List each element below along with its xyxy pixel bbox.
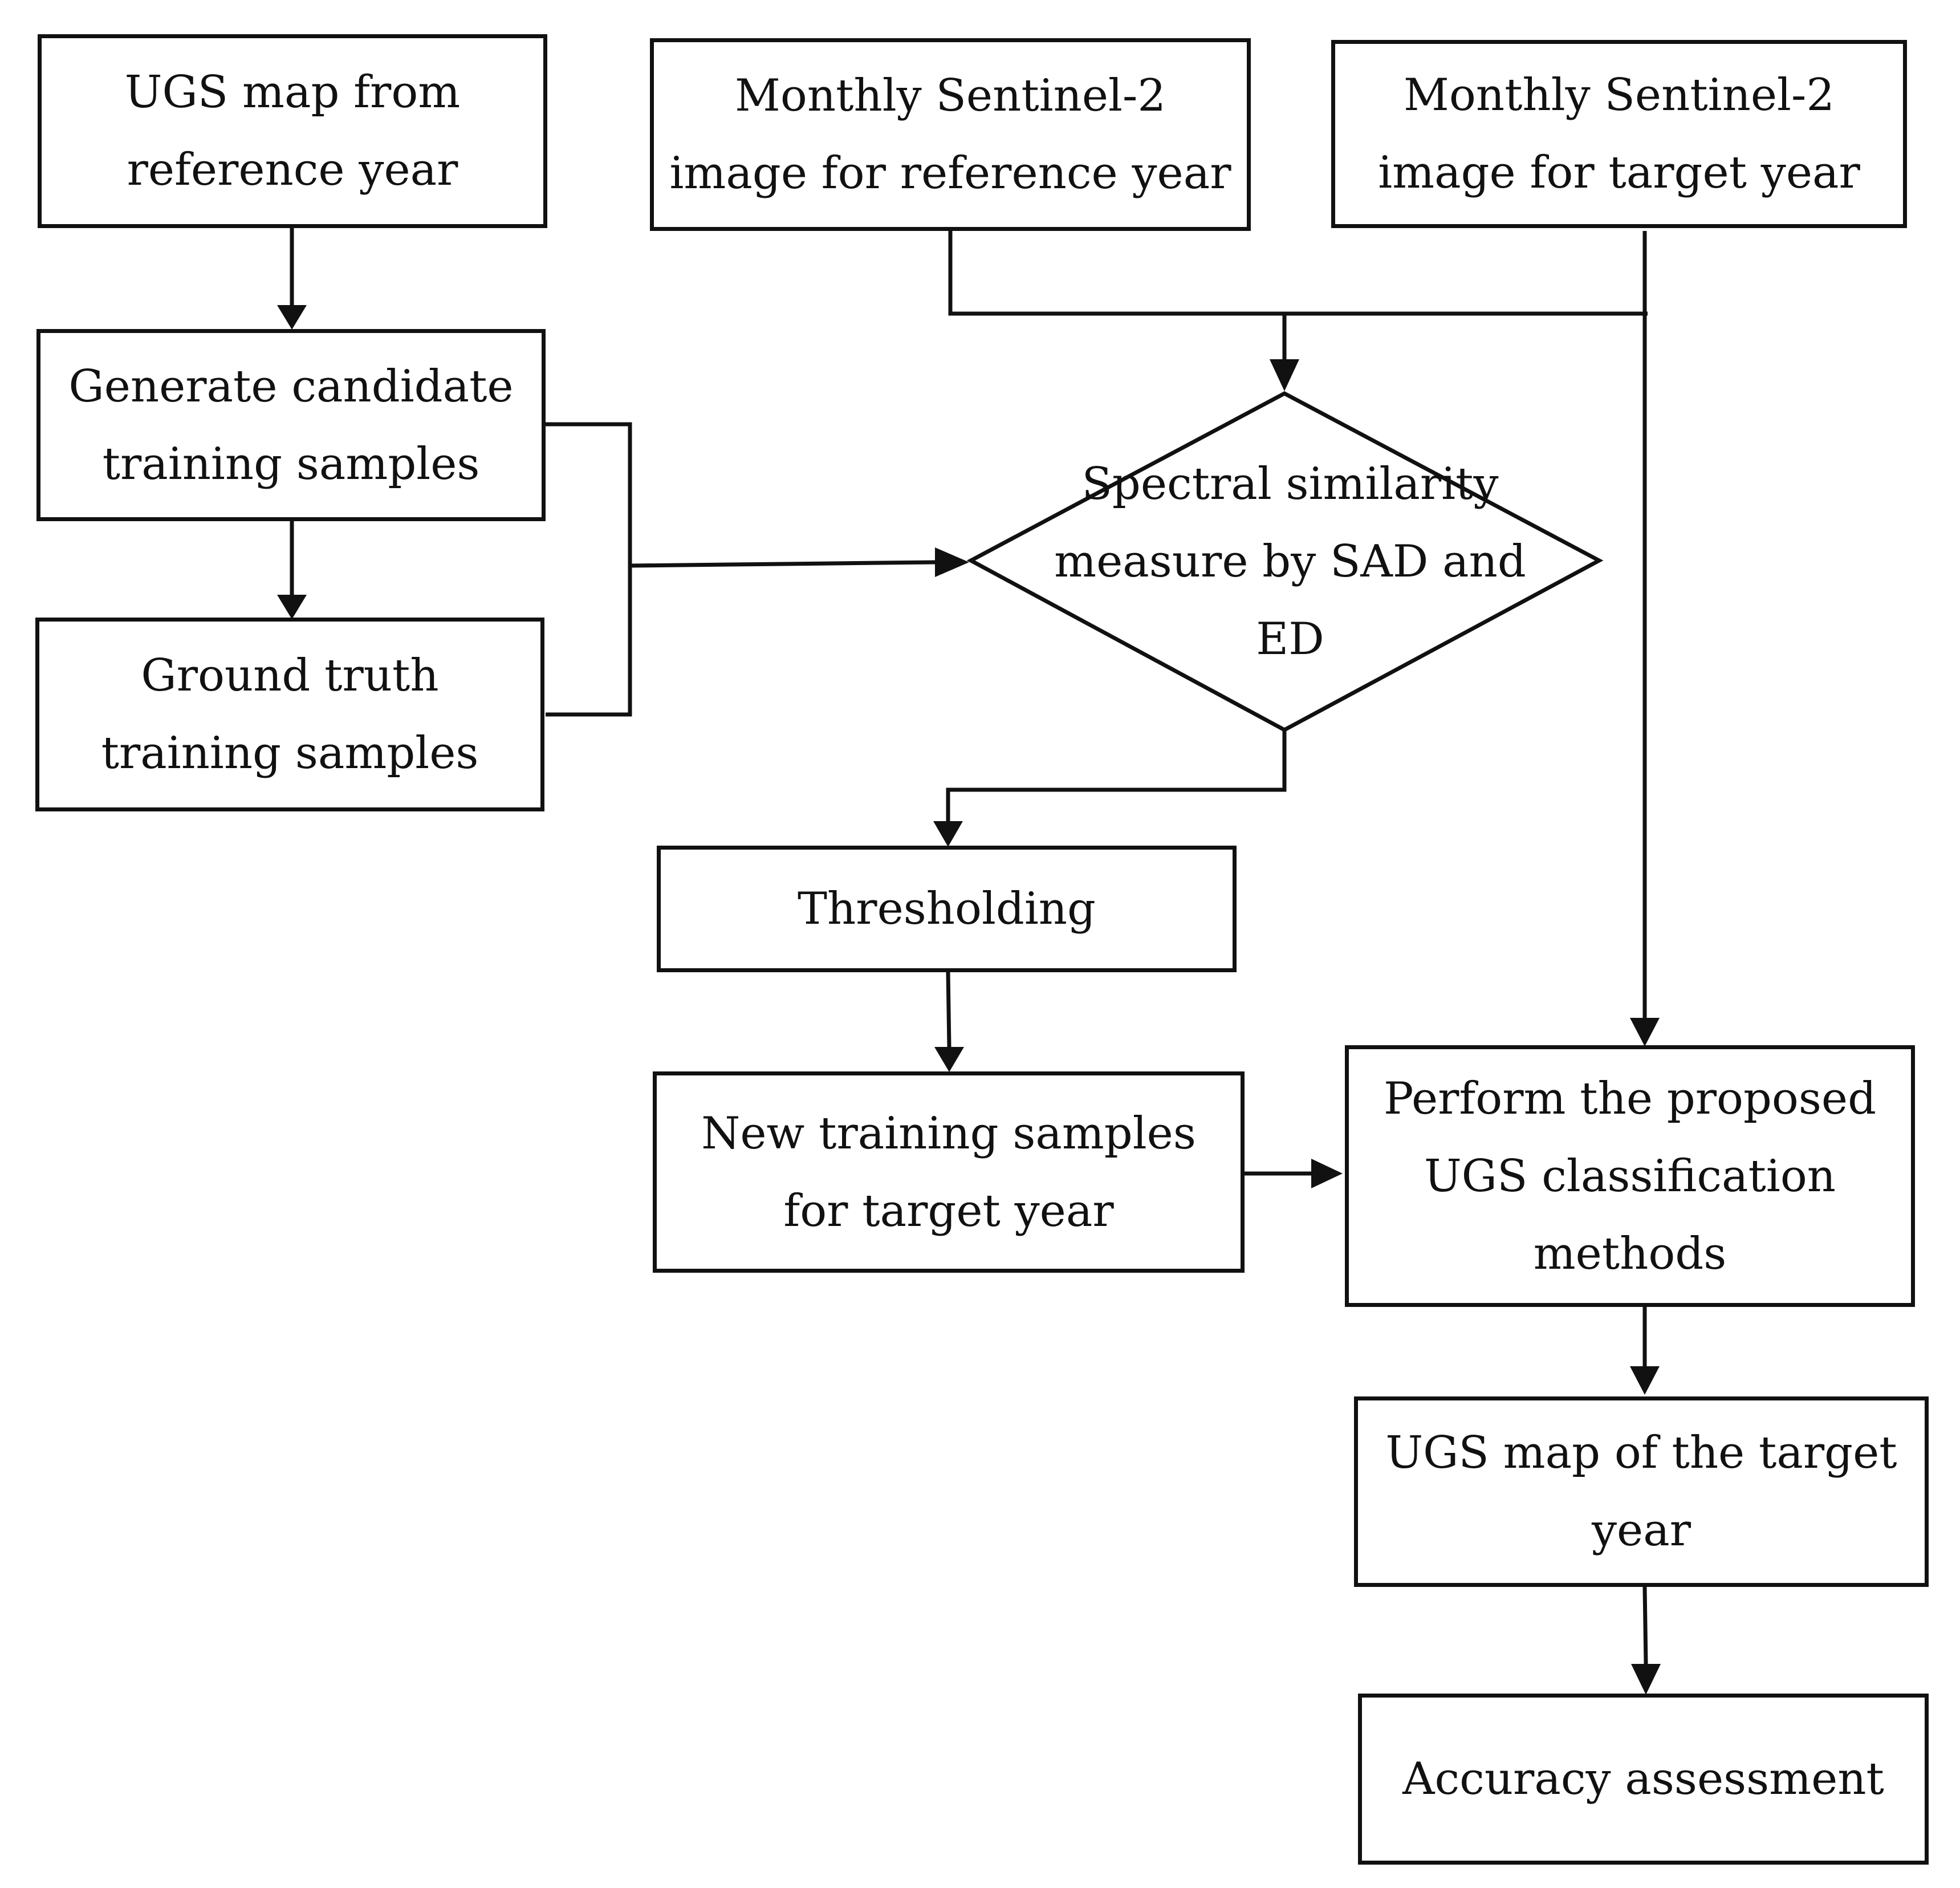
arrow-similarity-to-threshold (946, 730, 1287, 821)
decision-diamond (966, 391, 1604, 732)
node-ground-truth: Ground truth training samples (35, 618, 544, 811)
arrowhead-threshold (933, 821, 963, 847)
node-text-line: Accuracy assessment (1402, 1753, 1884, 1805)
node-accuracy-assessment: Accuracy assessment (1358, 1694, 1929, 1865)
node-text-line: Spectral similarity (1081, 458, 1499, 510)
node-text-line: UGS map of the target (1385, 1427, 1897, 1479)
node-text-line: ED (1256, 614, 1324, 665)
arrowhead-similarity-left (935, 547, 969, 577)
arrowhead-groundtruth (277, 595, 307, 619)
node-text-line: reference year (127, 144, 458, 196)
node-text-line: year (1591, 1505, 1691, 1556)
arrowhead-newsamples (934, 1047, 964, 1072)
node-text-line: New training samples (701, 1107, 1196, 1159)
node-text-line: UGS map from (124, 67, 461, 118)
node-ugs-map-reference: UGS map from reference year (38, 34, 547, 228)
bracket-samples-join (546, 422, 632, 717)
node-text-line: Perform the proposed (1383, 1073, 1877, 1124)
arrow-ugstarget-to-accuracy (1642, 1586, 1648, 1664)
node-text-line: Monthly Sentinel-2 (1404, 70, 1835, 121)
arrowhead-generate (277, 305, 307, 330)
node-text-line: Monthly Sentinel-2 (735, 70, 1166, 121)
node-text-line: Ground truth (141, 650, 439, 701)
node-generate-candidate: Generate candidate training samples (36, 329, 546, 521)
node-text-line: Thresholding (798, 883, 1096, 935)
arrow-samples-to-similarity (629, 560, 936, 568)
arrowhead-ugstarget (1630, 1366, 1660, 1395)
node-text-line: for target year (783, 1185, 1114, 1237)
node-text-line: image for reference year (669, 148, 1231, 199)
node-thresholding: Thresholding (657, 846, 1237, 972)
node-text-line: Generate candidate (68, 360, 514, 412)
node-text-line: UGS classification (1424, 1150, 1836, 1202)
arrowhead-perform-top (1630, 1018, 1660, 1046)
node-ugs-map-target: UGS map of the target year (1354, 1396, 1929, 1587)
node-text-line: measure by SAD and (1054, 536, 1526, 587)
node-text-line: methods (1533, 1228, 1727, 1280)
node-monthly-s2-reference: Monthly Sentinel-2 image for reference y… (650, 38, 1251, 231)
node-monthly-s2-target: Monthly Sentinel-2 image for target year (1331, 40, 1907, 228)
arrowhead-perform-left (1311, 1159, 1343, 1188)
node-spectral-similarity: Spectral similarity measure by SAD and E… (1054, 442, 1526, 681)
connector-s2ref-join (948, 231, 1648, 316)
node-text-line: training samples (101, 728, 479, 779)
node-perform-classification: Perform the proposed UGS classification … (1345, 1045, 1915, 1307)
arrowhead-similarity-top (1270, 359, 1299, 391)
node-new-training-samples: New training samples for target year (653, 1071, 1245, 1273)
node-text-line: training samples (102, 438, 480, 490)
node-text-line: image for target year (1378, 147, 1860, 198)
arrowhead-accuracy (1631, 1664, 1661, 1695)
arrow-threshold-to-newsamples (946, 972, 951, 1047)
